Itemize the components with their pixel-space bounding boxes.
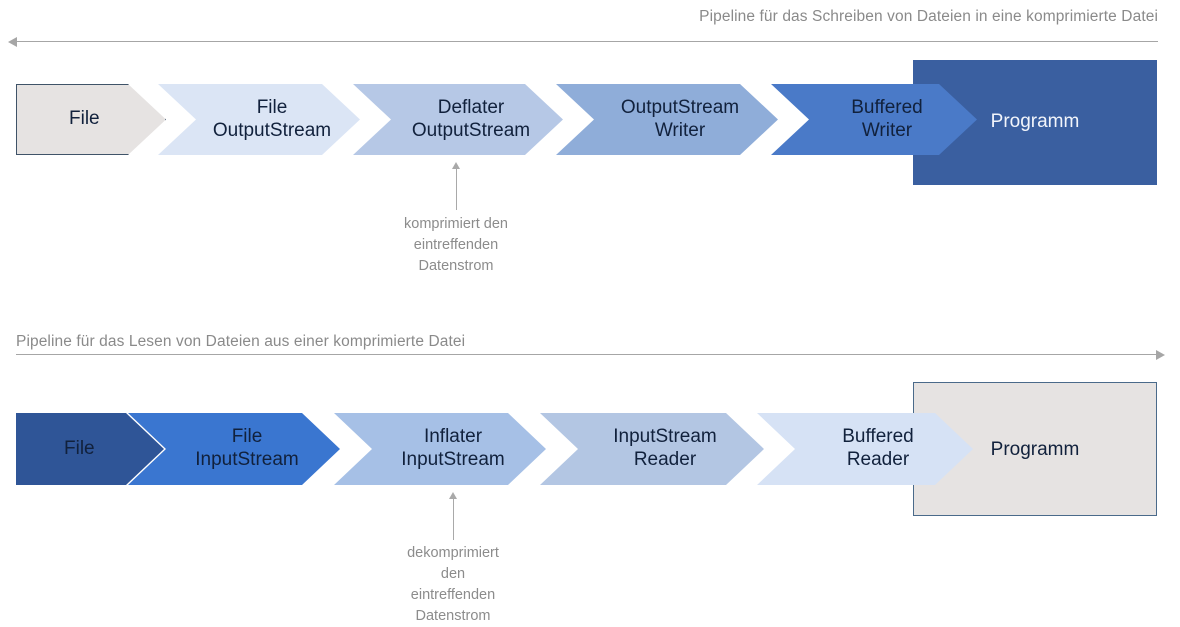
write-pipeline-header: Pipeline für das Schreiben von Dateien i…	[0, 0, 1180, 52]
read-stage-file-label: File	[64, 437, 95, 459]
read-pipeline-arrowhead-icon	[1156, 349, 1165, 360]
write-note-arrowhead-icon	[452, 162, 460, 169]
read-stage-buffered-reader: Buffered Reader	[757, 413, 973, 485]
read-note-text: dekomprimiert den eintreffenden Datenstr…	[407, 545, 499, 625]
write-pipeline-arrowhead-icon	[8, 36, 17, 47]
read-pipeline-caption: Pipeline für das Lesen von Dateien aus e…	[16, 333, 466, 350]
write-stage-file-output-stream: File OutputStream	[158, 84, 360, 155]
read-pipeline-note: dekomprimiert den eintreffenden Datenstr…	[333, 492, 573, 624]
write-stage-output-stream-writer-label: OutputStream Writer	[620, 96, 740, 141]
read-note-stem	[453, 498, 454, 540]
write-pipeline-axis	[16, 41, 1158, 42]
write-stage-deflater-output-stream: Deflater OutputStream	[353, 84, 563, 155]
read-stage-inflater-input-stream: Inflater InputStream	[334, 413, 546, 485]
read-pipeline-header: Pipeline für das Lesen von Dateien aus e…	[0, 326, 1180, 378]
write-note-text: komprimiert den eintreffenden Datenstrom	[404, 216, 508, 275]
write-pipeline-note: komprimiert den eintreffenden Datenstrom	[336, 162, 576, 274]
write-stage-file-label: File	[69, 108, 100, 130]
read-stage-input-stream-reader: InputStream Reader	[540, 413, 764, 485]
read-stage-input-stream-reader-label: InputStream Reader	[613, 426, 717, 470]
read-stage-inflater-input-stream-label: Inflater InputStream	[401, 426, 505, 470]
write-stage-file-output-stream-label: File OutputStream	[212, 96, 332, 141]
read-note-arrowhead-icon	[449, 492, 457, 499]
write-stage-file: File	[16, 84, 166, 155]
write-pipeline-caption: Pipeline für das Schreiben von Dateien i…	[699, 8, 1158, 25]
write-note-stem	[456, 168, 457, 210]
write-stage-buffered-writer-label: Buffered Writer	[851, 96, 923, 141]
write-program-label: Programm	[990, 111, 1080, 132]
write-stage-deflater-output-stream-label: Deflater OutputStream	[411, 96, 531, 141]
read-stage-file-input-stream-label: File InputStream	[195, 426, 299, 470]
write-stage-output-stream-writer: OutputStream Writer	[556, 84, 778, 155]
read-pipeline-axis	[16, 354, 1158, 355]
read-stage-buffered-reader-label: Buffered Reader	[842, 426, 914, 470]
write-stage-buffered-writer: Buffered Writer	[771, 84, 977, 155]
read-program-label: Programm	[990, 439, 1080, 460]
